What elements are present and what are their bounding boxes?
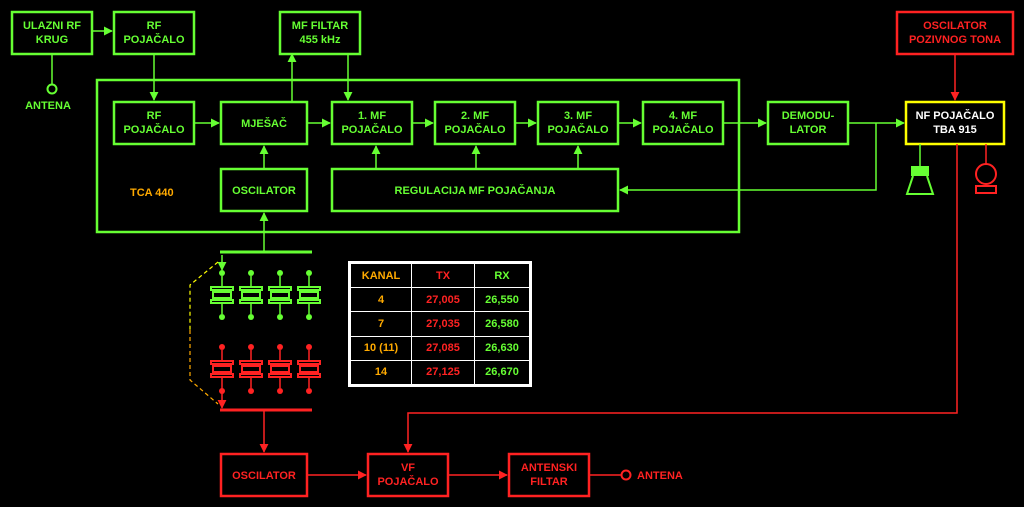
- svg-text:MF FILTAR: MF FILTAR: [292, 20, 348, 32]
- antenna-tx-terminal: [620, 469, 632, 481]
- antenski-filtar-block: ANTENSKI FILTAR: [507, 452, 591, 498]
- antenna-rx-terminal: [46, 83, 58, 95]
- table-row: 7 27,035 26,580: [350, 311, 530, 337]
- svg-text:POJAČALO: POJAČALO: [123, 33, 185, 46]
- svg-text:REGULACIJA MF POJAČANJA: REGULACIJA MF POJAČANJA: [395, 184, 556, 197]
- svg-text:OSCILATOR: OSCILATOR: [232, 470, 296, 482]
- rf-pojacalo-inner-block: RF POJAČALO: [112, 100, 196, 146]
- cell-kanal: 7: [350, 311, 412, 337]
- svg-text:RF: RF: [147, 110, 162, 122]
- svg-text:POJAČALO: POJAČALO: [547, 123, 609, 136]
- rx-crystal-bank: [210, 250, 321, 320]
- speaker-icon: [905, 166, 935, 195]
- rf-pojacalo-top-block: RF POJAČALO: [112, 10, 196, 56]
- oscilator-tx-block: OSCILATOR: [219, 452, 309, 498]
- table-row: 10 (11) 27,085 26,630: [350, 335, 530, 361]
- cell-kanal: 14: [350, 359, 412, 386]
- cell-tx: 27,005: [411, 287, 475, 313]
- cell-tx: 27,125: [411, 359, 475, 386]
- antenna-rx-label: ANTENA: [25, 100, 71, 112]
- svg-text:VF: VF: [401, 462, 415, 474]
- svg-text:2. MF: 2. MF: [461, 110, 489, 122]
- svg-text:MJEŠAČ: MJEŠAČ: [241, 117, 287, 130]
- svg-text:OSCILATOR: OSCILATOR: [923, 20, 987, 32]
- cell-tx: 27,085: [411, 335, 475, 361]
- header-rx: RX: [474, 262, 530, 289]
- svg-text:POJAČALO: POJAČALO: [652, 123, 714, 136]
- antenna-tx-label: ANTENA: [637, 470, 683, 482]
- rx-signal-lines: [51, 26, 921, 252]
- table-row: 4 27,005 26,550: [350, 287, 530, 313]
- cell-tx: 27,035: [411, 311, 475, 337]
- mf1-block: 1. MF POJAČALO: [330, 100, 414, 146]
- mf-filtar-block: MF FILTAR 455 kHz: [278, 10, 362, 56]
- cell-kanal: 10 (11): [350, 335, 412, 361]
- svg-text:455 kHz: 455 kHz: [300, 34, 341, 46]
- svg-text:NF POJAČALO: NF POJAČALO: [916, 109, 995, 122]
- mjesac-block: MJEŠAČ: [219, 100, 309, 146]
- svg-text:OSCILATOR: OSCILATOR: [232, 185, 296, 197]
- mf3-block: 3. MF POJAČALO: [536, 100, 620, 146]
- header-tx: TX: [411, 262, 475, 289]
- mf4-block: 4. MF POJAČALO: [641, 100, 725, 146]
- svg-text:POJAČALO: POJAČALO: [341, 123, 403, 136]
- svg-text:DEMODU-: DEMODU-: [782, 110, 835, 122]
- channel-table: KANAL TX RX 4 27,005 26,550 7 27,035 26,…: [348, 261, 532, 387]
- chip-label: TCA 440: [130, 187, 174, 199]
- tx-signal-lines: [259, 54, 987, 480]
- cell-rx: 26,630: [474, 335, 530, 361]
- svg-text:FILTAR: FILTAR: [530, 476, 568, 488]
- table-row: 14 27,125 26,670: [350, 359, 530, 386]
- header-kanal: KANAL: [350, 262, 412, 289]
- ulazni-rf-block: ULAZNI RF KRUG: [10, 10, 94, 56]
- tca440-enclosure: [95, 78, 741, 234]
- svg-text:4. MF: 4. MF: [669, 110, 697, 122]
- svg-text:POJAČALO: POJAČALO: [123, 123, 185, 136]
- mf2-block: 2. MF POJAČALO: [433, 100, 517, 146]
- microphone-icon: [975, 163, 997, 194]
- cell-rx: 26,550: [474, 287, 530, 313]
- svg-text:POZIVNOG TONA: POZIVNOG TONA: [909, 34, 1001, 46]
- svg-text:POJAČALO: POJAČALO: [377, 475, 439, 488]
- vf-pojacalo-block: VF POJAČALO: [366, 452, 450, 498]
- regulacija-block: REGULACIJA MF POJAČANJA: [330, 167, 620, 213]
- svg-text:ULAZNI RF: ULAZNI RF: [23, 20, 81, 32]
- svg-text:3. MF: 3. MF: [564, 110, 592, 122]
- cell-kanal: 4: [350, 287, 412, 313]
- svg-text:1. MF: 1. MF: [358, 110, 386, 122]
- svg-text:RF: RF: [147, 20, 162, 32]
- oscilator-rx-block: OSCILATOR: [219, 167, 309, 213]
- nf-pojacalo-block: NF POJAČALO TBA 915: [904, 100, 1006, 146]
- cell-rx: 26,580: [474, 311, 530, 337]
- svg-text:POJAČALO: POJAČALO: [444, 123, 506, 136]
- cell-rx: 26,670: [474, 359, 530, 386]
- ganged-switch-link: [189, 261, 219, 405]
- svg-text:TBA 915: TBA 915: [933, 124, 977, 136]
- svg-text:LATOR: LATOR: [790, 124, 827, 136]
- demodulator-block: DEMODU- LATOR: [766, 100, 850, 146]
- oscilator-pozivnog-tona-block: OSCILATOR POZIVNOG TONA: [895, 10, 1015, 56]
- svg-text:ANTENSKI: ANTENSKI: [521, 462, 577, 474]
- tx-crystal-bank: [210, 344, 321, 412]
- svg-text:KRUG: KRUG: [36, 34, 68, 46]
